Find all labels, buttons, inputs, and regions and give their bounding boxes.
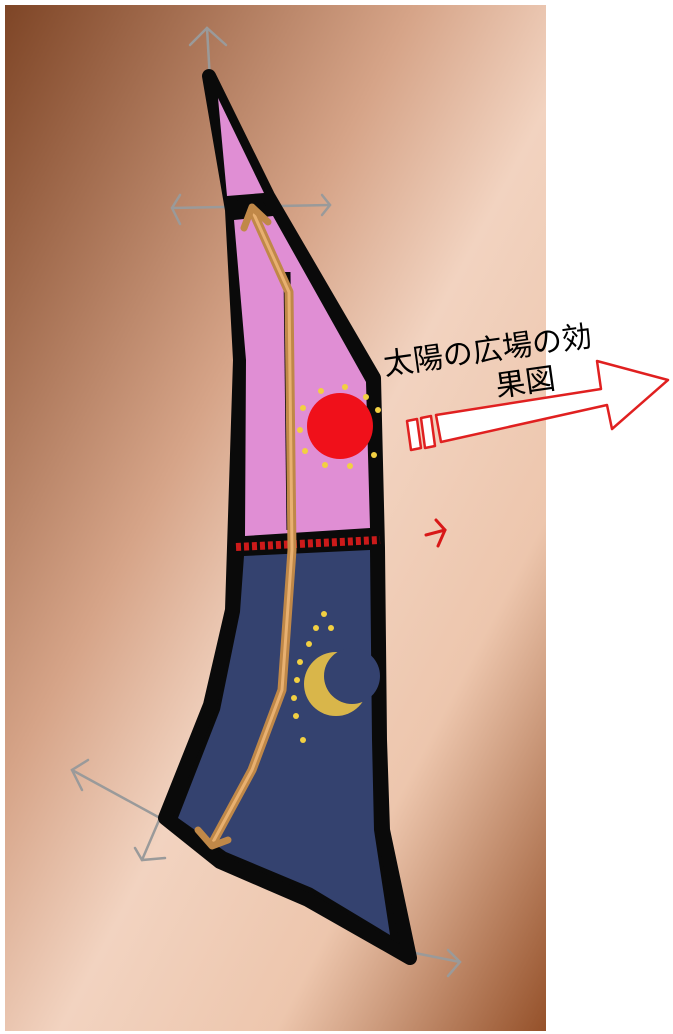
- north-arrow-icon: [424, 518, 447, 548]
- day-night-boundary: [235, 536, 381, 551]
- caption-line-2: 果図: [493, 362, 557, 405]
- moon-icon: [291, 611, 380, 743]
- plaza-tip-region: [218, 98, 264, 196]
- path-arrowhead-bottom: [194, 826, 232, 850]
- walking-path-highlight: [211, 209, 294, 843]
- sun-icon: [297, 384, 381, 469]
- callout-arrow-icon: [405, 359, 670, 452]
- path-arrowhead-top: [240, 203, 272, 232]
